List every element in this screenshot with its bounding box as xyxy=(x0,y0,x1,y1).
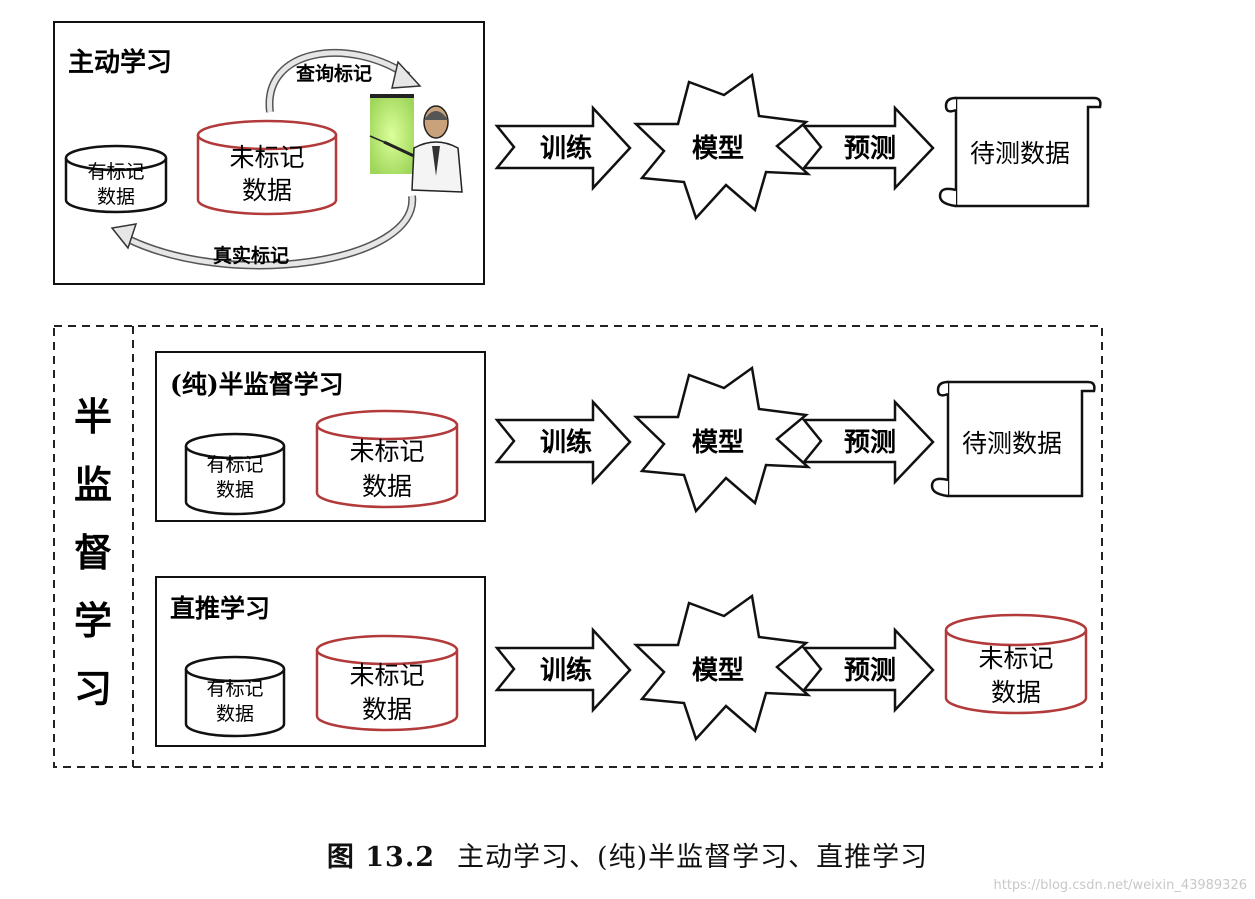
unlabeled-data-cylinder: 未标记 数据 xyxy=(315,409,459,509)
semi-supervised-group: 半 监 督 学 习 xyxy=(53,325,1103,768)
test-data-scroll: 待测数据 xyxy=(930,380,1096,498)
model-starburst xyxy=(632,593,812,742)
labeled-data-label-1: 有标记 xyxy=(87,161,144,183)
test-data-label: 待测数据 xyxy=(970,139,1070,168)
unlabeled-data-label-2: 数据 xyxy=(242,176,292,205)
train-arrow xyxy=(494,104,632,192)
unlabeled-data-cylinder: 未标记 数据 xyxy=(315,634,459,732)
transductive-pipeline: 训练 模型 预测 未标记 数据 xyxy=(494,593,1088,742)
truth-label: 真实标记 xyxy=(213,244,289,267)
predict-arrow xyxy=(801,104,935,192)
model-starburst xyxy=(632,365,812,514)
labeled-data-label-2: 数据 xyxy=(216,703,254,725)
labeled-data-cylinder: 有标记 数据 xyxy=(64,144,168,214)
output-data-label-2: 数据 xyxy=(991,678,1041,707)
unlabeled-data-label-1: 未标记 xyxy=(349,437,424,466)
unlabeled-data-label-1: 未标记 xyxy=(229,143,304,172)
truth-arrow xyxy=(120,195,415,268)
predict-label: 预测 xyxy=(844,656,896,686)
labeled-data-label-1: 有标记 xyxy=(206,678,263,700)
train-arrow xyxy=(494,398,632,486)
transductive-title: 直推学习 xyxy=(170,594,270,623)
group-title-char-1: 半 xyxy=(74,394,112,439)
unlabeled-data-label-2: 数据 xyxy=(362,472,412,501)
pure-semi-pipeline: 训练 模型 预测 待测数据 xyxy=(494,365,1096,514)
output-data-label-1: 未标记 xyxy=(978,644,1053,673)
unlabeled-data-label-2: 数据 xyxy=(362,695,412,724)
train-label: 训练 xyxy=(540,655,592,686)
pure-semi-title: (纯)半监督学习 xyxy=(170,370,344,399)
caption-text: 主动学习、(纯)半监督学习、直推学习 xyxy=(457,842,929,873)
test-data-label: 待测数据 xyxy=(962,429,1062,458)
active-learning-panel: 主动学习 有标记 数据 未标记 数据 查询标记 真实标记 xyxy=(53,21,485,285)
labeled-data-cylinder: 有标记 数据 xyxy=(184,655,286,738)
model-label: 模型 xyxy=(692,656,744,686)
output-unlabeled-cylinder: 未标记 数据 xyxy=(944,613,1088,715)
model-starburst xyxy=(632,72,812,221)
group-title-char-4: 学 xyxy=(74,598,112,643)
test-data-scroll: 待测数据 xyxy=(938,96,1102,208)
labeled-data-cylinder: 有标记 数据 xyxy=(184,432,286,516)
unlabeled-data-cylinder: 未标记 数据 xyxy=(196,119,338,216)
unlabeled-data-label-1: 未标记 xyxy=(349,661,424,690)
group-title-char-3: 督 xyxy=(74,530,112,575)
predict-label: 预测 xyxy=(844,428,896,458)
labeled-data-label-2: 数据 xyxy=(97,186,135,208)
predict-label: 预测 xyxy=(844,134,896,164)
train-label: 训练 xyxy=(540,133,592,164)
figure-caption: 图 13.2 主动学习、(纯)半监督学习、直推学习 xyxy=(0,835,1255,874)
predict-arrow xyxy=(801,398,935,486)
active-title: 主动学习 xyxy=(68,47,172,78)
expert-illustration xyxy=(369,94,463,193)
pure-semi-panel: (纯)半监督学习 有标记 数据 未标记 数据 xyxy=(155,351,486,522)
active-pipeline: 训练 模型 预测 待测数据 xyxy=(494,72,1102,221)
labeled-data-label-1: 有标记 xyxy=(206,454,263,476)
model-label: 模型 xyxy=(692,134,744,164)
group-title-char-2: 监 xyxy=(74,462,112,507)
labeled-data-label-2: 数据 xyxy=(216,479,254,501)
predict-arrow xyxy=(801,626,935,714)
train-label: 训练 xyxy=(540,427,592,458)
train-arrow xyxy=(494,626,632,714)
group-title-char-5: 习 xyxy=(74,666,112,711)
watermark: https://blog.csdn.net/weixin_43989326 xyxy=(993,878,1247,893)
model-label: 模型 xyxy=(692,428,744,458)
caption-number: 图 13.2 xyxy=(326,842,436,873)
transductive-panel: 直推学习 有标记 数据 未标记 数据 xyxy=(155,576,486,747)
query-label: 查询标记 xyxy=(295,62,372,85)
